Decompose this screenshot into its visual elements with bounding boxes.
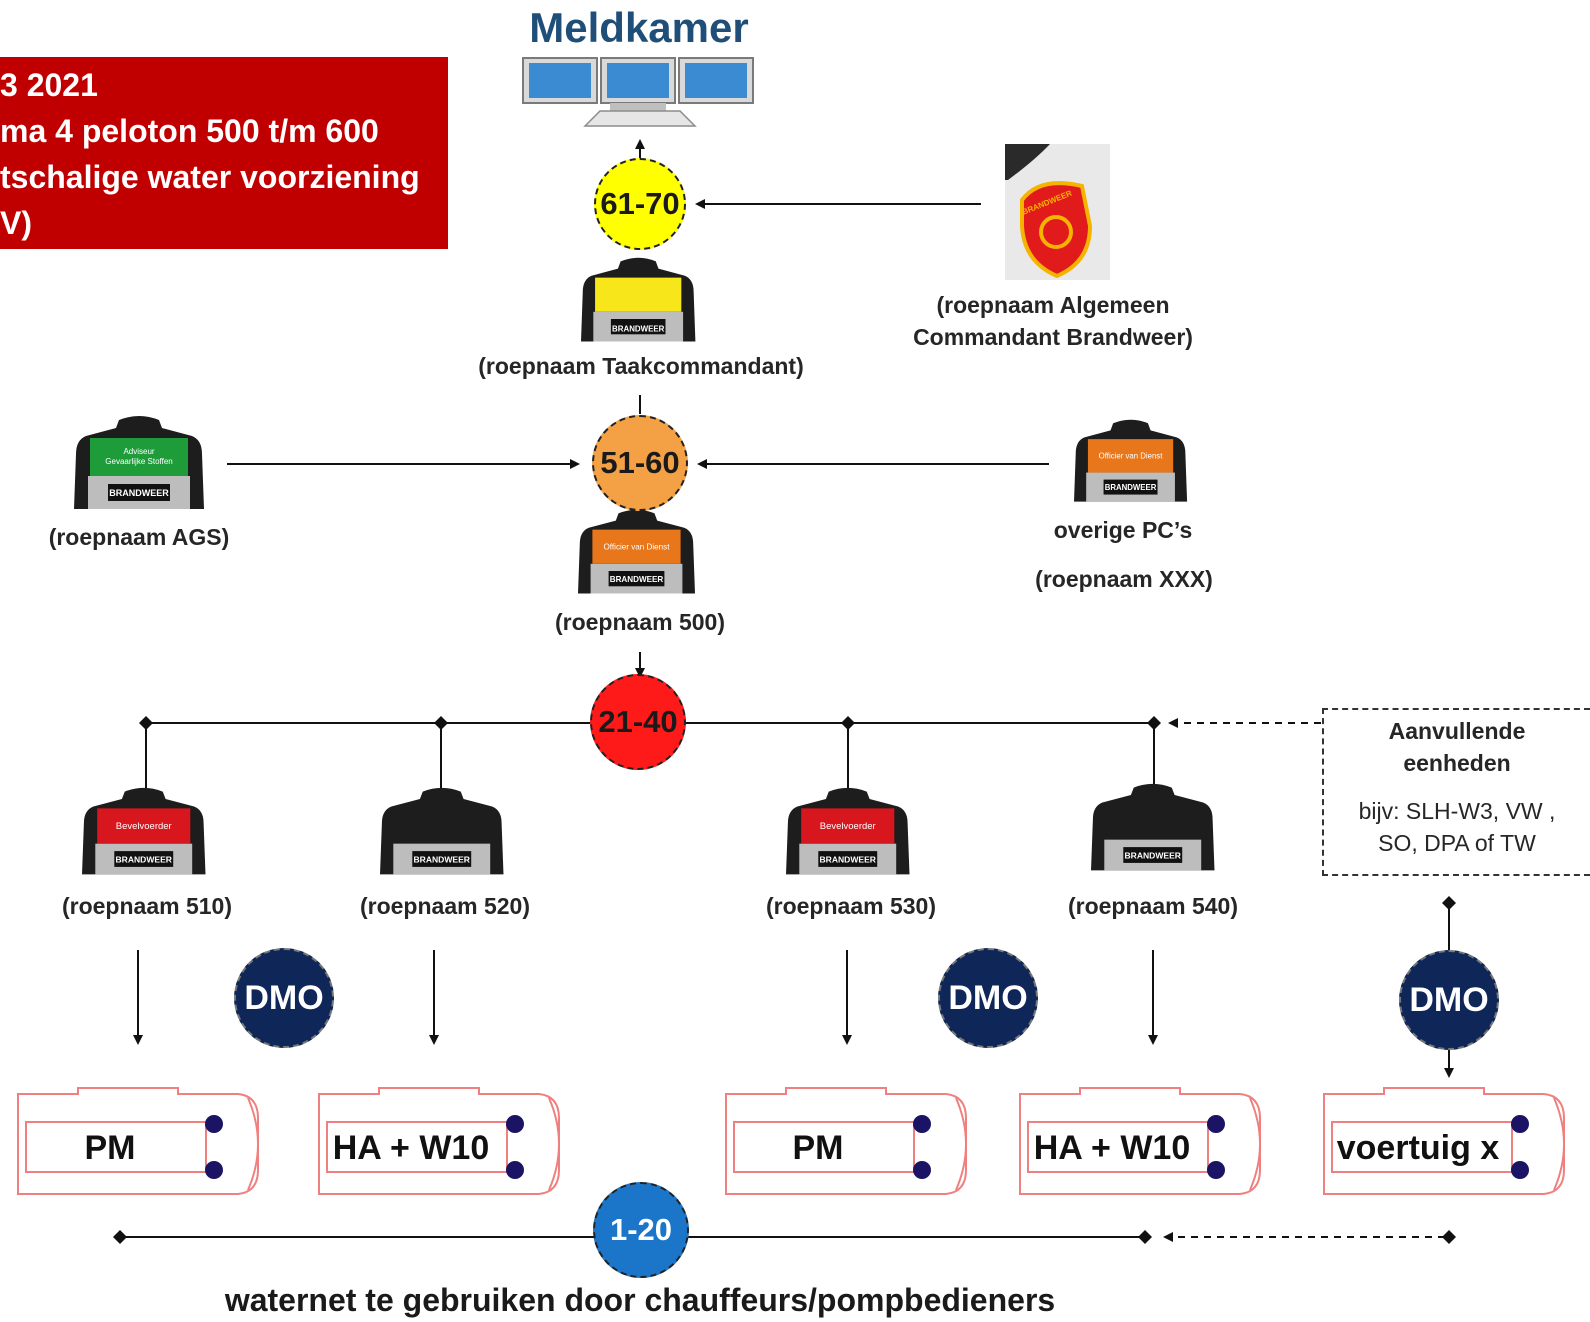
label-roepnaam-xxx: (roepnaam XXX) [1035, 566, 1213, 592]
svg-text:BRANDWEER: BRANDWEER [820, 854, 876, 864]
label-overige-pcs: overige PC’s [1053, 517, 1193, 543]
brandweer-emblem-icon: BRANDWEER [1005, 144, 1110, 280]
aanvullende-sub-1: bijv: SLH-W3, VW , [1358, 798, 1556, 824]
vehicle-label-5: voertuig x [1336, 1129, 1500, 1167]
svg-text:Adviseur: Adviseur [123, 447, 154, 456]
vehicle-light [205, 1161, 223, 1179]
svg-text:BRANDWEER: BRANDWEER [109, 488, 169, 498]
svg-text:BRANDWEER: BRANDWEER [1105, 483, 1157, 492]
vest-530-icon: Bevelvoerder BRANDWEER [786, 787, 910, 875]
aanvullende-title-1: Aanvullende [1388, 718, 1526, 744]
vehicle-light [1511, 1161, 1529, 1179]
vest-ags-icon: Adviseur Gevaarlijke Stoffen BRANDWEER [74, 416, 204, 509]
vest-overige-pc-icon: Officier van Dienst BRANDWEER [1074, 419, 1188, 502]
vehicle-light [1511, 1115, 1529, 1133]
dmo-badge-2: DMO [938, 948, 1038, 1048]
label-roepnaam-500: (roepnaam 500) [554, 609, 725, 635]
vehicle-light [913, 1115, 931, 1133]
svg-text:BRANDWEER: BRANDWEER [610, 575, 664, 584]
badge-61-70: 61-70 [594, 158, 686, 250]
svg-text:BRANDWEER: BRANDWEER [1125, 850, 1181, 860]
banner-line-4: V) [0, 205, 32, 241]
label-roepnaam-530: (roepnaam 530) [765, 893, 936, 919]
svg-text:Bevelvoerder: Bevelvoerder [116, 820, 172, 831]
vehicle-label-1: PM [84, 1129, 136, 1167]
label-ags: (roepnaam AGS) [48, 524, 230, 550]
svg-text:Bevelvoerder: Bevelvoerder [820, 820, 876, 831]
aanvullende-eenheden-box: Aanvullende eenheden bijv: SLH-W3, VW , … [1322, 708, 1590, 876]
label-roepnaam-510: (roepnaam 510) [61, 893, 232, 919]
badge-21-40: 21-40 [590, 674, 686, 770]
vehicle-outline-4 [1019, 1087, 1261, 1195]
dmo-badge-1: DMO [234, 948, 334, 1048]
svg-text:BRANDWEER: BRANDWEER [116, 854, 172, 864]
label-algemeen-line-2: Commandant Brandweer) [913, 324, 1193, 350]
vehicle-outline-3 [725, 1087, 967, 1195]
meldkamer-title: Meldkamer [529, 4, 749, 51]
computer-icon [522, 57, 754, 127]
vest-520-icon: BRANDWEER [380, 787, 504, 875]
label-taakcommandant: (roepnaam Taakcommandant) [478, 353, 804, 379]
svg-text:Gevaarlijke Stoffen: Gevaarlijke Stoffen [105, 457, 172, 466]
svg-text:BRANDWEER: BRANDWEER [612, 325, 665, 334]
svg-text:BRANDWEER: BRANDWEER [414, 854, 470, 864]
vehicle-light [913, 1161, 931, 1179]
vehicle-light [205, 1115, 223, 1133]
banner-line-3: tschalige water voorziening [0, 159, 420, 195]
title-banner: 3 2021 ma 4 peloton 500 t/m 600 tschalig… [0, 57, 448, 249]
vest-taakcommandant-icon: BRANDWEER [581, 257, 696, 342]
vehicle-light [1207, 1161, 1225, 1179]
label-roepnaam-520: (roepnaam 520) [359, 893, 530, 919]
vehicle-outline-1 [17, 1087, 259, 1195]
vehicle-label-3: PM [792, 1129, 844, 1167]
vest-510-icon: Bevelvoerder BRANDWEER [82, 787, 206, 875]
label-roepnaam-540: (roepnaam 540) [1067, 893, 1238, 919]
badge-1-20: 1-20 [593, 1182, 689, 1278]
banner-line-1: 3 2021 [0, 67, 98, 103]
badge-51-60: 51-60 [592, 415, 688, 511]
aanvullende-title-2: eenheden [1403, 750, 1511, 776]
footer-waternet: waternet te gebruiken door chauffeurs/po… [224, 1282, 1056, 1318]
vehicle-outline-5 [1323, 1087, 1565, 1195]
vehicle-light [506, 1161, 524, 1179]
vehicle-label-4: HA + W10 [1033, 1129, 1191, 1167]
vehicle-light [506, 1115, 524, 1133]
vehicle-label-2: HA + W10 [332, 1129, 490, 1167]
svg-text:Officier van Dienst: Officier van Dienst [1099, 451, 1164, 460]
vehicle-group [17, 1087, 1565, 1195]
aanvullende-sub-2: SO, DPA of TW [1378, 830, 1536, 856]
vest-540-icon: BRANDWEER [1091, 783, 1215, 871]
vehicle-light [1207, 1115, 1225, 1133]
svg-text:Officier van Dienst: Officier van Dienst [604, 542, 671, 551]
label-algemeen-line-1: (roepnaam Algemeen [936, 292, 1170, 318]
vehicle-outline-2 [318, 1087, 560, 1195]
dmo-badge-3: DMO [1399, 950, 1499, 1050]
banner-line-2: ma 4 peloton 500 t/m 600 [0, 113, 379, 149]
vest-ovd-icon: Officier van Dienst BRANDWEER [578, 509, 695, 594]
